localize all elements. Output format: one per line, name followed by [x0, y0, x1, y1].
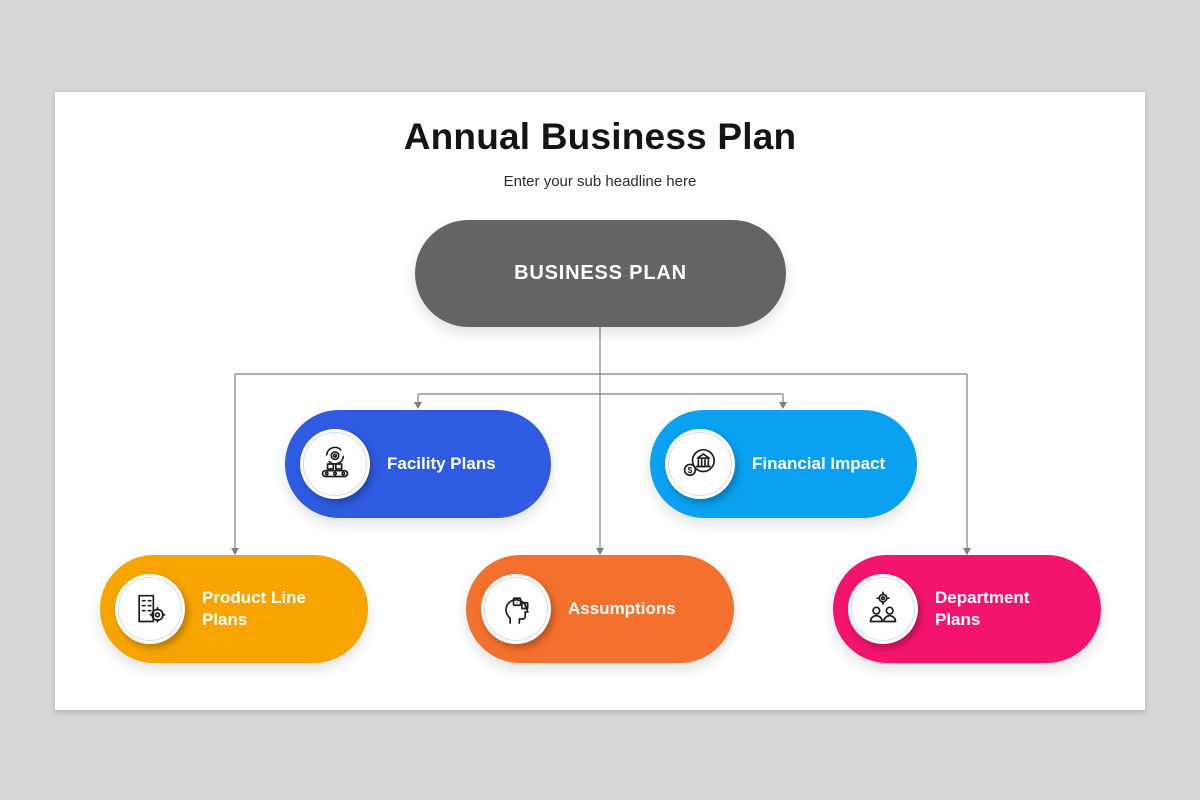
bank-dollar-icon: $ — [683, 449, 715, 477]
factory-conveyor-icon — [321, 446, 349, 478]
building-gear-icon — [138, 594, 166, 623]
root-node-label: BUSINESS PLAN — [514, 262, 687, 284]
svg-text:?: ? — [515, 599, 519, 606]
node-product-line-plans: Product Line Plans — [100, 555, 368, 663]
node-facility-plans: Facility Plans — [285, 410, 551, 518]
department-icon-circle — [848, 574, 918, 644]
node-label: Product Line Plans — [202, 587, 306, 629]
facility-icon-circle — [300, 429, 370, 499]
node-department-plans: Department Plans — [833, 555, 1101, 663]
root-node-business-plan: BUSINESS PLAN — [415, 220, 786, 327]
node-label: Facility Plans — [387, 453, 496, 473]
page-subtitle: Enter your sub headline here — [503, 173, 697, 190]
financial-icon-circle: $ — [665, 429, 735, 499]
team-gear-icon — [869, 591, 897, 623]
assumptions-icon-circle: ? ? — [481, 574, 551, 644]
node-label: Financial Impact — [752, 453, 886, 473]
svg-text:?: ? — [523, 604, 526, 610]
svg-text:$: $ — [688, 465, 693, 475]
node-label: Department Plans — [935, 587, 1030, 629]
node-label: Assumptions — [568, 598, 676, 618]
product-icon-circle — [115, 574, 185, 644]
node-assumptions: ? ? Assumptions — [466, 555, 734, 663]
node-financial-impact: $ Financial Impact — [650, 410, 917, 518]
head-question-icon: ? ? — [505, 597, 529, 624]
page-title: Annual Business Plan — [403, 116, 797, 157]
